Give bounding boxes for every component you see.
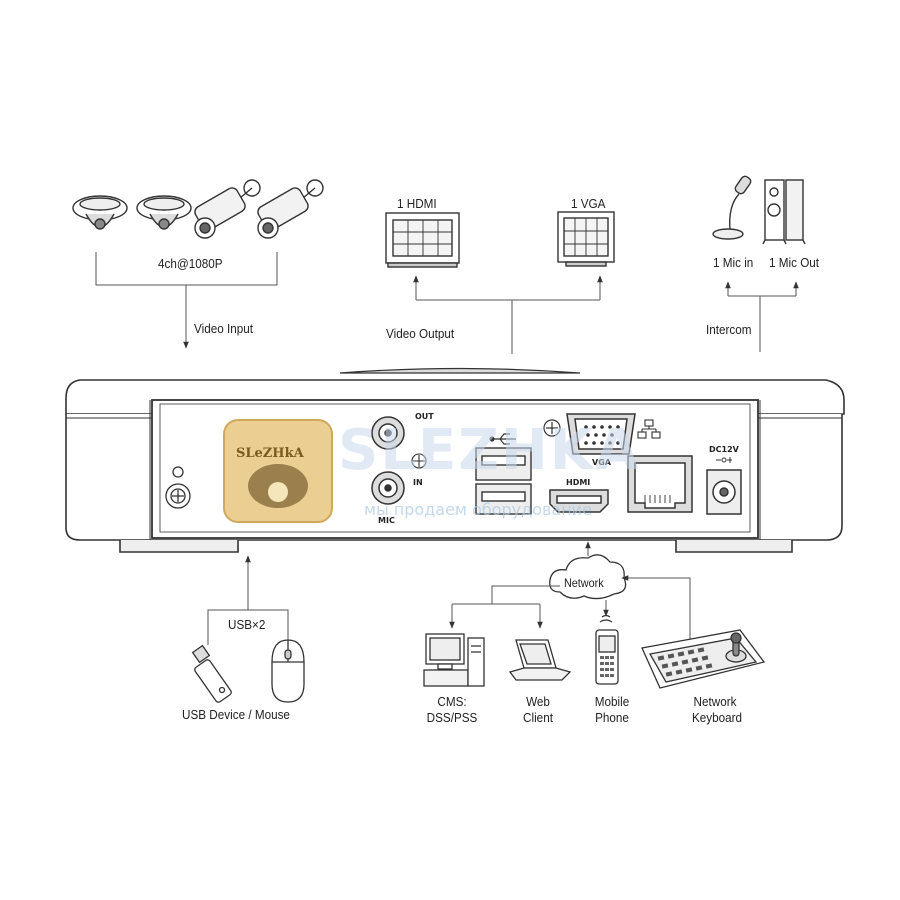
vga-port-label: VGA: [592, 458, 611, 467]
video-output-label: Video Output: [386, 326, 455, 341]
network-symbol-icon: [637, 419, 661, 439]
network-distribution: [452, 585, 560, 605]
intercom-connector: [727, 284, 797, 352]
hdmi-monitor-icon: [385, 212, 460, 268]
video-input-label: Video Input: [194, 321, 253, 336]
network-label: Network: [564, 576, 604, 590]
intercom-label: Intercom: [706, 322, 752, 337]
ethernet-port[interactable]: [627, 455, 693, 513]
usb-symbol-icon: [489, 433, 516, 445]
cms-label-line2: DSS/PSS: [426, 710, 478, 725]
bullet-camera-icon: [257, 179, 324, 239]
watermark-brand: SLEZHKA: [338, 418, 641, 483]
mic-port-label: MIC: [378, 516, 395, 525]
vga-port[interactable]: [566, 413, 636, 455]
hdmi-label: 1 HDMI: [397, 196, 437, 211]
web-client-label-line1: Web: [526, 694, 550, 709]
hdmi-port[interactable]: [549, 489, 609, 513]
usb-device-mouse-label: USB Device / Mouse: [182, 707, 290, 722]
vga-label: 1 VGA: [571, 196, 606, 211]
mobile-phone-label-line2: Phone: [595, 710, 629, 725]
laptop-icon: [508, 639, 572, 681]
mic-out-label: 1 Mic Out: [769, 255, 820, 270]
power-port-label: DC12V: [709, 445, 739, 454]
web-client-label-line2: Client: [523, 710, 553, 725]
video-input-connector: [95, 252, 278, 348]
in-port-label: IN: [413, 478, 423, 487]
mic-in-label: 1 Mic in: [713, 255, 754, 270]
watermark-slogan: мы продаем оборудование: [364, 500, 592, 519]
usb-port-bottom[interactable]: [475, 483, 532, 515]
computer-icon: [423, 633, 485, 687]
usb-x2-label: USB×2: [228, 617, 266, 632]
ground-screw-icon: [165, 466, 191, 509]
network-keyboard-icon: [641, 629, 766, 689]
dome-camera-icon: [136, 195, 192, 230]
video-output-connector: [416, 299, 600, 354]
power-icon: [716, 457, 732, 463]
settings-icon: [543, 419, 561, 437]
audio-symbol-icon: [411, 453, 427, 469]
watermark-logo-text: SLeZHkA: [236, 446, 304, 461]
mouse-icon: [271, 639, 305, 703]
bullet-camera-icon: [194, 179, 261, 239]
speaker-icon: [762, 179, 806, 245]
cameras-spec-label: 4ch@1080P: [158, 256, 223, 271]
network-cloud-icon: [549, 554, 627, 600]
usb-port-top[interactable]: [475, 447, 532, 481]
usb-connector: [207, 556, 289, 645]
network-keyboard-label-line2: Keyboard: [691, 710, 743, 725]
hdmi-port-label: HDMI: [566, 478, 591, 487]
cms-label-line1: CMS:: [437, 694, 467, 709]
microphone-icon: [712, 175, 752, 240]
out-port-label: OUT: [415, 412, 434, 421]
network-keyboard-label-line1: Network: [693, 694, 737, 709]
vga-monitor-icon: [557, 211, 615, 267]
mobile-phone-icon: [595, 614, 619, 685]
audio-in-jack[interactable]: [371, 471, 405, 505]
dome-camera-icon: [72, 195, 128, 230]
watermark-logo: [223, 419, 333, 523]
power-port[interactable]: [706, 469, 742, 515]
audio-out-jack[interactable]: [371, 416, 405, 450]
mobile-phone-label-line1: Mobile: [594, 694, 630, 709]
usb-flash-drive-icon: [191, 644, 232, 703]
